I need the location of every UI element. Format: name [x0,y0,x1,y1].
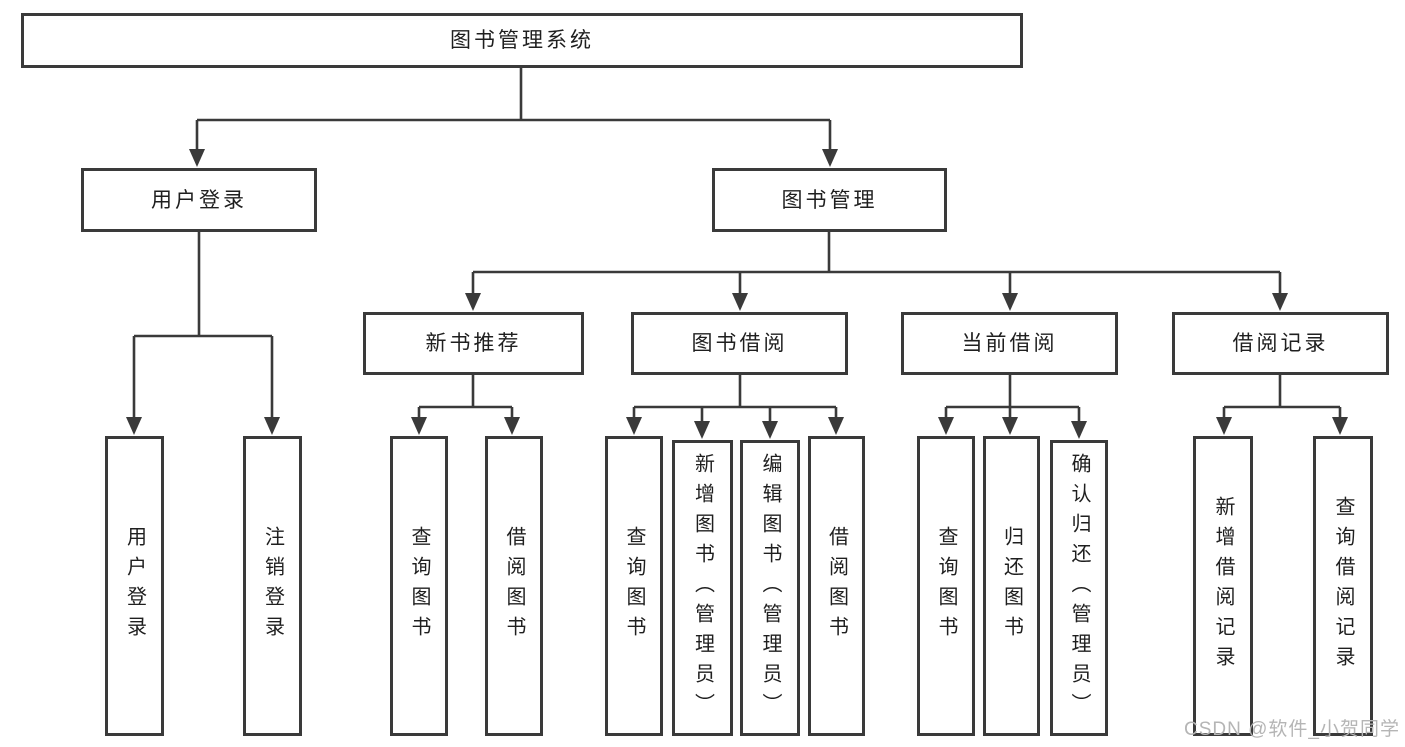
leaf-add-borrow-record: 新增借阅记录 [1193,436,1253,736]
leaf-query-borrow-record: 查询借阅记录 [1313,436,1373,736]
leaf-edit-book-admin: 编辑图书（管理员） [740,440,800,736]
node-borrow-records: 借阅记录 [1172,312,1389,375]
leaf-label: 查询图书 [408,526,430,646]
leaf-logout: 注销登录 [243,436,302,736]
leaf-label: 借阅图书 [503,526,525,646]
node-current-borrow: 当前借阅 [901,312,1118,375]
leaf-label: 注销登录 [261,526,284,646]
leaf-label: 归还图书 [1000,526,1023,646]
leaf-label: 查询借阅记录 [1332,496,1354,676]
node-user-login: 用户登录 [81,168,317,232]
leaf-label: 查询图书 [935,526,957,646]
node-label: 当前借阅 [961,332,1058,355]
leaf-add-book-admin: 新增图书（管理员） [672,440,733,736]
leaf-query-books-current: 查询图书 [917,436,975,736]
leaf-borrow-books-recommend: 借阅图书 [485,436,543,736]
leaf-label: 借阅图书 [825,526,848,646]
node-label: 用户登录 [151,188,247,212]
node-new-book-recommend: 新书推荐 [363,312,584,375]
node-label: 图书管理系统 [450,29,594,52]
node-book-management: 图书管理 [712,168,947,232]
arrowheads [126,149,1348,439]
node-label: 图书借阅 [691,332,788,355]
leaf-label: 确认归还（管理员） [1068,453,1090,723]
leaf-label: 新增借阅记录 [1212,496,1234,676]
leaf-query-books-borrow: 查询图书 [605,436,663,736]
leaf-borrow-books: 借阅图书 [808,436,865,736]
node-library-system-root: 图书管理系统 [21,13,1023,68]
leaf-user-login: 用户登录 [105,436,164,736]
leaf-confirm-return-admin: 确认归还（管理员） [1050,440,1108,736]
leaf-label: 新增图书（管理员） [691,453,714,723]
leaf-label: 编辑图书（管理员） [759,453,781,723]
node-label: 借阅记录 [1232,332,1329,355]
leaf-label: 用户登录 [123,526,146,646]
node-label: 新书推荐 [425,332,522,355]
node-label: 图书管理 [781,188,878,212]
leaf-return-book: 归还图书 [983,436,1040,736]
csdn-watermark: CSDN @软件_小贺同学 [1184,719,1400,740]
leaf-label: 查询图书 [623,526,645,646]
leaf-query-books-recommend: 查询图书 [390,436,448,736]
node-book-borrow: 图书借阅 [631,312,848,375]
